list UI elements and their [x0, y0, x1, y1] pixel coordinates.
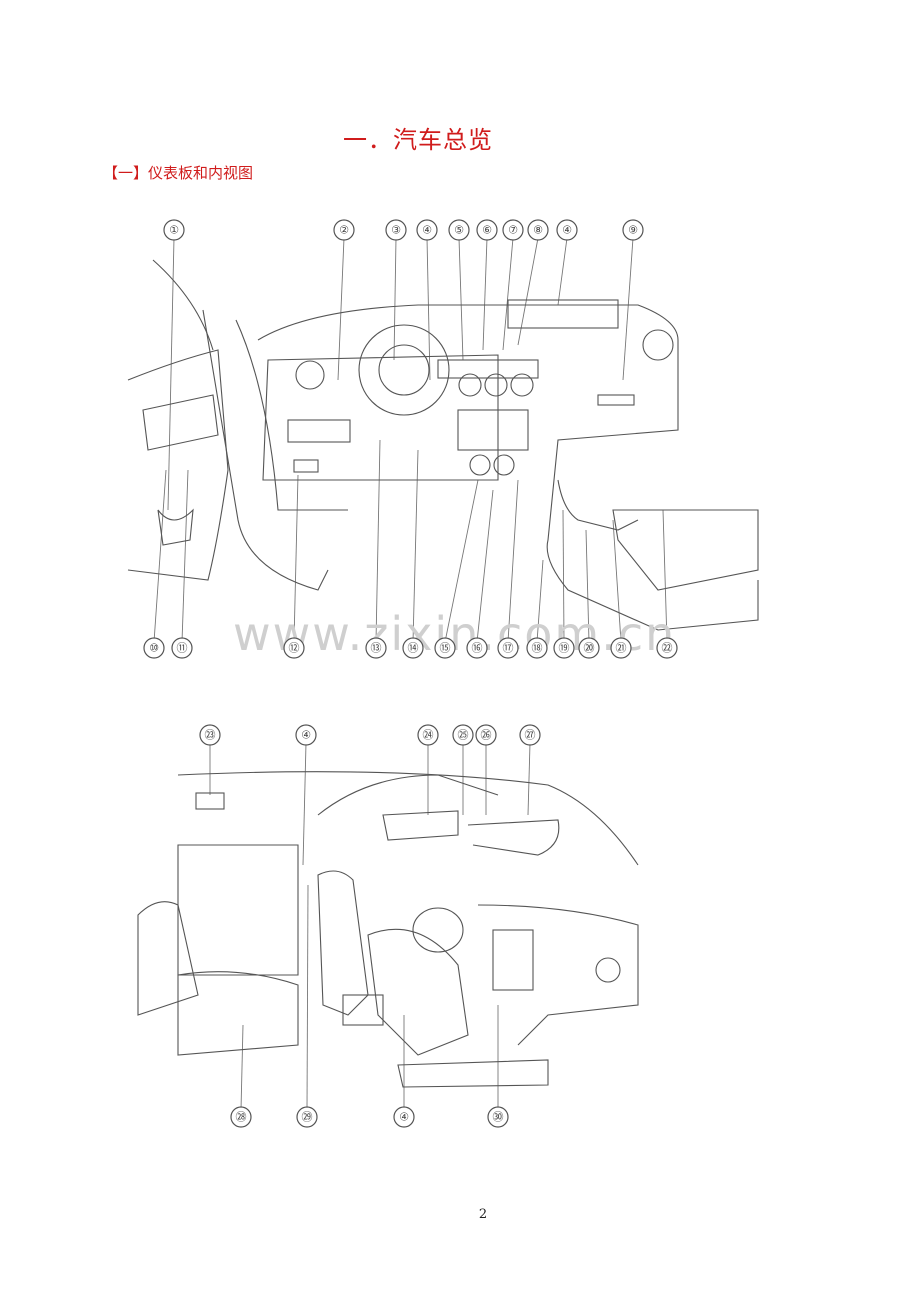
svg-text:④: ④ [399, 1111, 409, 1124]
svg-text:㉒: ㉒ [662, 642, 673, 655]
section-subtitle: 【一】仪表板和内视图 [103, 164, 254, 182]
callout-17: ⑰ [497, 637, 519, 659]
callout-4d: ④ [393, 1106, 415, 1128]
callouts-top: ㉓ ④ ㉔ ㉕ ㉖ ㉗ [199, 724, 541, 746]
svg-text:⑰: ⑰ [503, 642, 514, 655]
svg-text:⑧: ⑧ [533, 224, 543, 237]
callout-11: ⑪ [171, 637, 193, 659]
callout-18: ⑱ [526, 637, 548, 659]
svg-text:㉓: ㉓ [205, 729, 216, 742]
callout-16: ⑯ [466, 637, 488, 659]
callouts-bottom: ㉘ ㉙ ④ ㉚ [230, 1106, 509, 1128]
svg-text:④: ④ [562, 224, 572, 237]
svg-text:②: ② [339, 224, 349, 237]
svg-text:㉙: ㉙ [302, 1111, 313, 1124]
callout-1: ① [163, 219, 185, 241]
callout-3: ③ [385, 219, 407, 241]
svg-text:⑩: ⑩ [149, 642, 159, 655]
svg-text:①: ① [169, 224, 179, 237]
svg-text:⑦: ⑦ [508, 224, 518, 237]
door-panel-drawing [127, 259, 348, 591]
leader-lines [209, 742, 531, 1111]
callout-20: ⑳ [578, 637, 600, 659]
svg-text:㉔: ㉔ [423, 729, 434, 742]
callout-12: ⑫ [283, 637, 305, 659]
callout-19: ⑲ [553, 637, 575, 659]
callout-24: ㉔ [417, 724, 439, 746]
svg-text:㉘: ㉘ [236, 1111, 247, 1124]
callout-10: ⑩ [143, 637, 165, 659]
callout-4c: ④ [295, 724, 317, 746]
callout-28: ㉘ [230, 1106, 252, 1128]
page-number: 2 [478, 1207, 488, 1222]
svg-text:⑬: ⑬ [371, 642, 382, 655]
callout-4b: ④ [556, 219, 578, 241]
callout-27: ㉗ [519, 724, 541, 746]
svg-text:⑳: ⑳ [584, 642, 595, 655]
svg-text:㉚: ㉚ [493, 1111, 504, 1124]
callout-8: ⑧ [527, 219, 549, 241]
callout-15: ⑮ [434, 637, 456, 659]
callout-5: ⑤ [448, 219, 470, 241]
interior-diagram: ㉓ ④ ㉔ ㉕ ㉖ ㉗ ㉘ ㉙ ④ ㉚ [137, 724, 639, 1128]
callout-21: ㉑ [610, 637, 632, 659]
callout-25: ㉕ [452, 724, 474, 746]
svg-text:③: ③ [391, 224, 401, 237]
svg-text:④: ④ [301, 729, 311, 742]
callout-4: ④ [416, 219, 438, 241]
callouts-top: ① ② ③ ④ ⑤ ⑥ ⑦ ⑧ ④ ⑨ [163, 219, 644, 241]
dashboard-drawing [257, 299, 759, 631]
callout-23: ㉓ [199, 724, 221, 746]
svg-text:㉖: ㉖ [481, 729, 492, 742]
callout-13: ⑬ [365, 637, 387, 659]
svg-text:㉕: ㉕ [458, 729, 469, 742]
callout-22: ㉒ [656, 637, 678, 659]
callout-9: ⑨ [622, 219, 644, 241]
dashboard-diagram: www.zixin.com.cn ① ② ③ ④ ⑤ ⑥ ⑦ ⑧ ④ ⑨ ⑩ ⑪… [127, 219, 759, 661]
svg-text:⑮: ⑮ [440, 642, 451, 655]
page-title: 一．汽车总览 [343, 126, 493, 154]
callout-2: ② [333, 219, 355, 241]
callouts-bottom: ⑩ ⑪ ⑫ ⑬ ⑭ ⑮ ⑯ ⑰ ⑱ ⑲ ⑳ ㉑ ㉒ [143, 637, 678, 659]
svg-text:⑥: ⑥ [482, 224, 492, 237]
svg-text:㉗: ㉗ [525, 729, 536, 742]
interior-drawing [137, 771, 639, 1088]
leader-lines-top [167, 237, 634, 511]
svg-text:⑭: ⑭ [408, 642, 419, 655]
svg-text:⑤: ⑤ [454, 224, 464, 237]
svg-text:⑯: ⑯ [472, 642, 483, 655]
svg-text:⑱: ⑱ [532, 642, 543, 655]
svg-text:⑪: ⑪ [177, 642, 188, 655]
callout-6: ⑥ [476, 219, 498, 241]
svg-text:④: ④ [422, 224, 432, 237]
callout-7: ⑦ [502, 219, 524, 241]
callout-30: ㉚ [487, 1106, 509, 1128]
callout-14: ⑭ [402, 637, 424, 659]
svg-text:㉑: ㉑ [616, 642, 627, 655]
callout-29: ㉙ [296, 1106, 318, 1128]
leader-lines-bottom [153, 439, 668, 643]
svg-text:⑨: ⑨ [628, 224, 638, 237]
callout-26: ㉖ [475, 724, 497, 746]
svg-text:⑲: ⑲ [559, 642, 570, 655]
svg-text:⑫: ⑫ [289, 642, 300, 655]
